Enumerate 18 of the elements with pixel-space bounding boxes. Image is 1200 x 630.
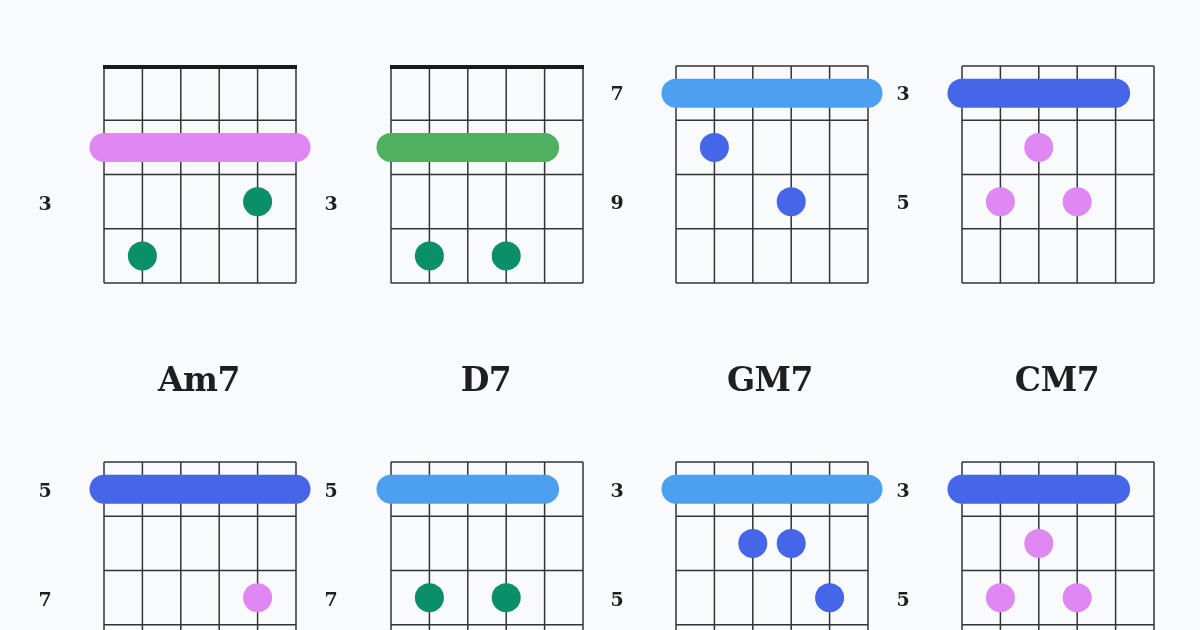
fret-number: 7 bbox=[324, 589, 338, 609]
fret-number: 5 bbox=[38, 480, 52, 500]
chord-name: Am7 bbox=[158, 362, 240, 396]
fret-number: 7 bbox=[610, 83, 624, 103]
fret-number: 3 bbox=[324, 193, 338, 213]
fret-number: 3 bbox=[896, 83, 910, 103]
fret-number: 9 bbox=[610, 192, 624, 212]
chord-name: GM7 bbox=[726, 362, 814, 396]
fret-number: 3 bbox=[610, 480, 624, 500]
chord-name: CM7 bbox=[1014, 362, 1100, 396]
fret-number: 3 bbox=[38, 193, 52, 213]
fret-number: 3 bbox=[896, 480, 910, 500]
fret-number: 5 bbox=[324, 480, 338, 500]
fret-number: 5 bbox=[896, 589, 910, 609]
fret-number: 5 bbox=[896, 192, 910, 212]
fret-number: 5 bbox=[610, 589, 624, 609]
chord-name: D7 bbox=[460, 362, 512, 396]
fret-number: 7 bbox=[38, 589, 52, 609]
